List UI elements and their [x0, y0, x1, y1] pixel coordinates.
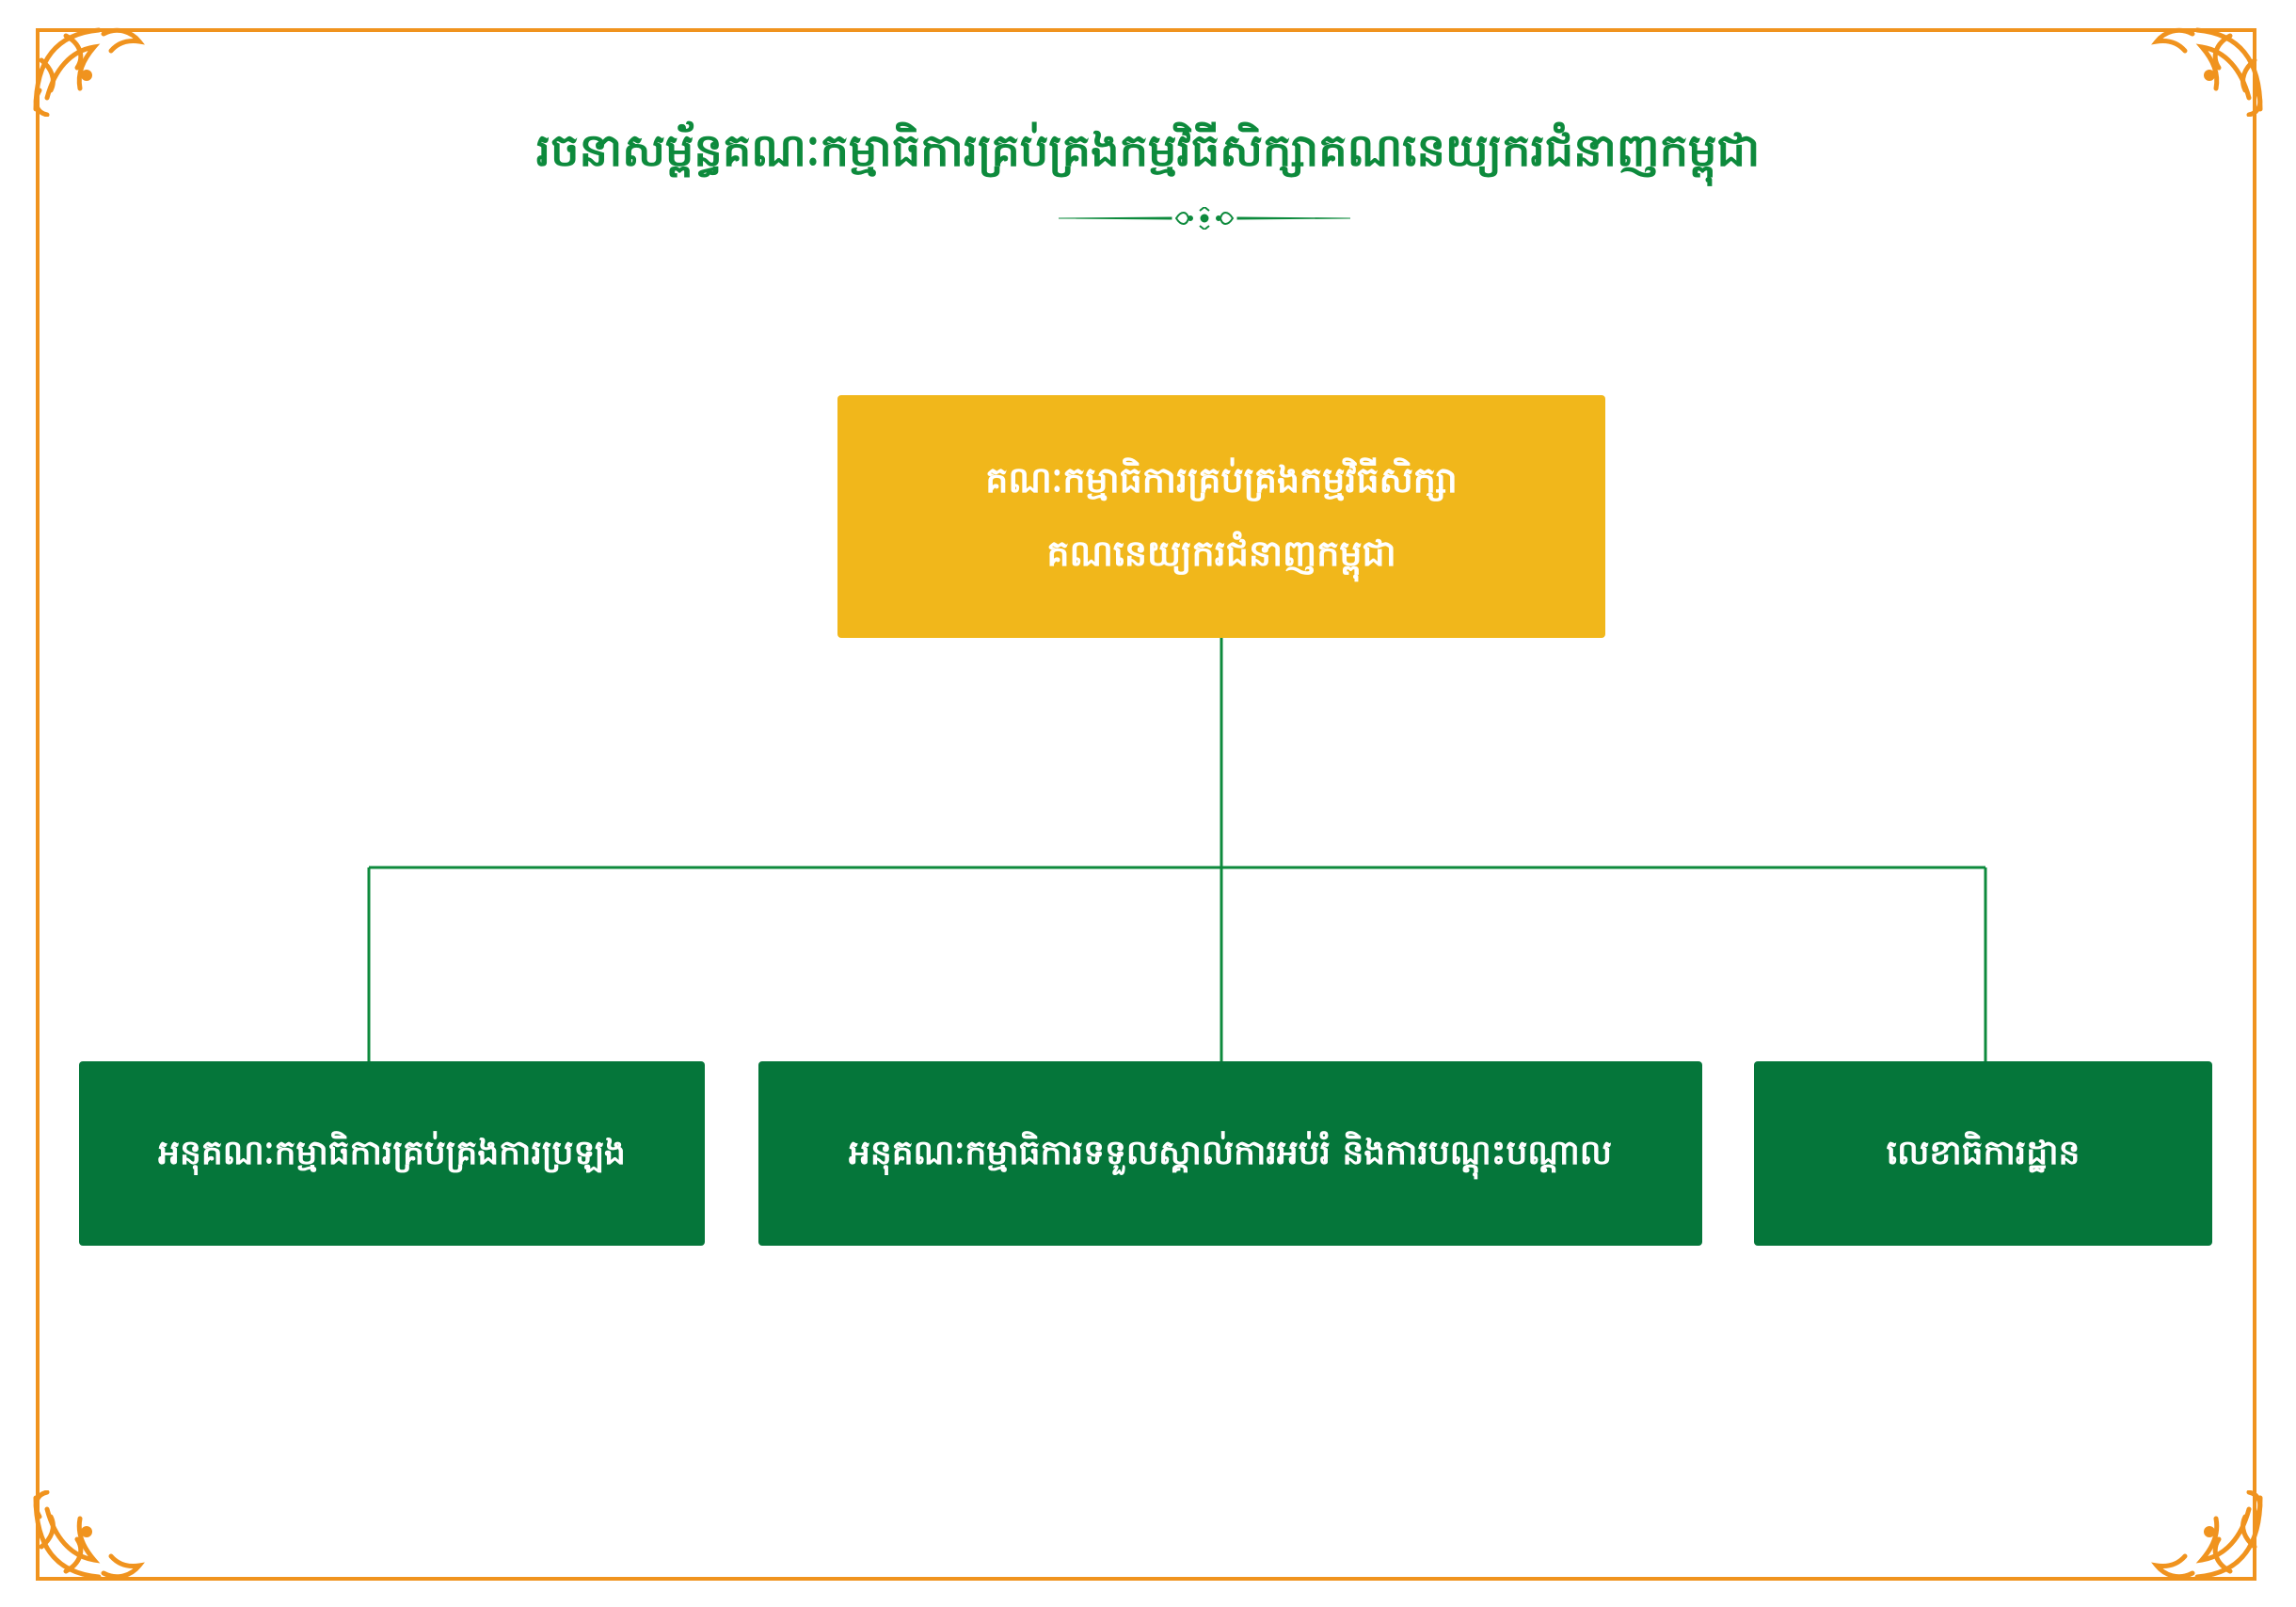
page-title: រចនាសម្ព័ន្ធគណៈកម្មាធិការគ្រប់គ្រងកម្មវិ… [0, 113, 2296, 188]
child-box-education-recognition-subcommittee: អនុគណៈកម្មាធិការទទួលស្គាល់ការអប់រំ និងកា… [758, 1061, 1702, 1246]
child-box-label: លេខាធិការដ្ឋាន [1887, 1130, 2081, 1177]
corner-ornament-top-right [2145, 23, 2268, 117]
root-committee-box: គណៈកម្មាធិការគ្រប់គ្រងកម្មវិធីសិក្សា គណន… [837, 395, 1605, 638]
root-committee-label-line2: គណនេយ្យករជំនាញកម្ពុជា [985, 517, 1457, 590]
child-box-exam-subcommittee: អនុគណៈកម្មាធិការគ្រប់គ្រងការប្រឡង [79, 1061, 705, 1246]
child-box-label: អនុគណៈកម្មាធិការគ្រប់គ្រងការប្រឡង [158, 1130, 626, 1177]
corner-ornament-bottom-right [2145, 1490, 2268, 1584]
page-border [36, 28, 2256, 1581]
child-box-secretariat: លេខាធិការដ្ឋាន [1754, 1061, 2212, 1246]
root-committee-label-line1: គណៈកម្មាធិការគ្រប់គ្រងកម្មវិធីសិក្សា [985, 443, 1457, 517]
corner-ornament-bottom-left [28, 1490, 151, 1584]
child-box-label: អនុគណៈកម្មាធិការទទួលស្គាល់ការអប់រំ និងកា… [849, 1130, 1612, 1177]
title-divider-ornament [1059, 207, 1350, 230]
corner-ornament-top-left [28, 23, 151, 117]
